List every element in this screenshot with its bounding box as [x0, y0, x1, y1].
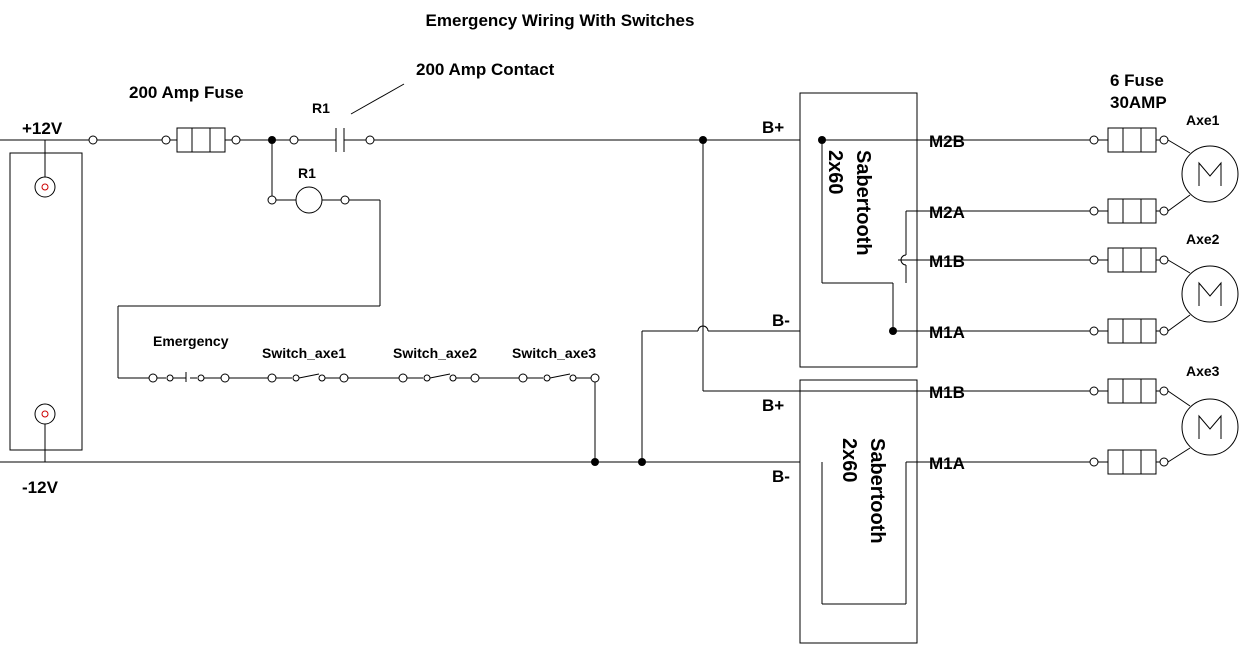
output-fuse-6	[1089, 449, 1169, 475]
diagram-title: Emergency Wiring With Switches	[426, 11, 695, 30]
sabertooth-controller-2	[799, 379, 918, 644]
output-fuse-5	[1089, 378, 1169, 404]
battery-negative-terminal-center	[41, 410, 49, 418]
output-fuse-4	[1089, 318, 1169, 344]
controller2-bplus-label: B+	[762, 396, 784, 415]
controller2-m1a-label: M1A	[929, 454, 965, 473]
controller2-name-line2: 2x60	[838, 438, 860, 483]
switch-axe2	[398, 373, 480, 383]
emergency-switch	[148, 372, 230, 383]
motor-axe2	[1181, 265, 1239, 323]
fuses-label-line1: 6 Fuse	[1110, 71, 1164, 90]
controller1-m2b-label: M2B	[929, 132, 965, 151]
battery-negative-terminal	[34, 403, 56, 425]
controller1-m2a-label: M2A	[929, 203, 965, 222]
controller2-m1b-label: M1B	[929, 383, 965, 402]
contact-pointer	[350, 83, 405, 115]
battery-positive-terminal-center	[41, 183, 49, 191]
controller1-name-line1: Sabertooth	[852, 150, 874, 256]
relay-coil	[295, 186, 323, 214]
fuses-label-line2: 30AMP	[1110, 93, 1167, 112]
switch-axe3-label: Switch_axe3	[512, 345, 596, 361]
negative-label: -12V	[22, 478, 59, 497]
switch-axe2-label: Switch_axe2	[393, 345, 477, 361]
controller1-m1a-label: M1A	[929, 323, 965, 342]
relay-contact	[335, 128, 345, 152]
output-fuse-1	[1089, 127, 1169, 153]
motor-axe1	[1181, 145, 1239, 203]
emergency-label: Emergency	[153, 333, 229, 349]
switch-axe1-label: Switch_axe1	[262, 345, 346, 361]
output-fuse-3	[1089, 247, 1169, 273]
controller1-bplus-label: B+	[762, 118, 784, 137]
motor-axe3	[1181, 398, 1239, 456]
contact-label: 200 Amp Contact	[416, 60, 555, 79]
battery	[9, 152, 83, 451]
main-fuse	[170, 127, 232, 153]
controller2-name-line1: Sabertooth	[866, 438, 888, 544]
controller2-bminus-label: B-	[772, 467, 790, 486]
positive-label: +12V	[22, 119, 63, 138]
motor-axe3-label: Axe3	[1186, 363, 1220, 379]
controller1-bminus-label: B-	[772, 311, 790, 330]
controller1-name-line2: 2x60	[824, 150, 846, 195]
relay-coil-label: R1	[298, 165, 316, 181]
switch-axe1	[267, 373, 349, 383]
battery-positive-terminal	[34, 176, 56, 198]
motor-axe2-label: Axe2	[1186, 231, 1220, 247]
relay-contact-label: R1	[312, 100, 330, 116]
controller1-m1b-label: M1B	[929, 252, 965, 271]
output-fuse-2	[1089, 198, 1169, 224]
main-fuse-label: 200 Amp Fuse	[129, 83, 244, 102]
switch-axe3	[518, 373, 600, 383]
motor-axe1-label: Axe1	[1186, 112, 1220, 128]
